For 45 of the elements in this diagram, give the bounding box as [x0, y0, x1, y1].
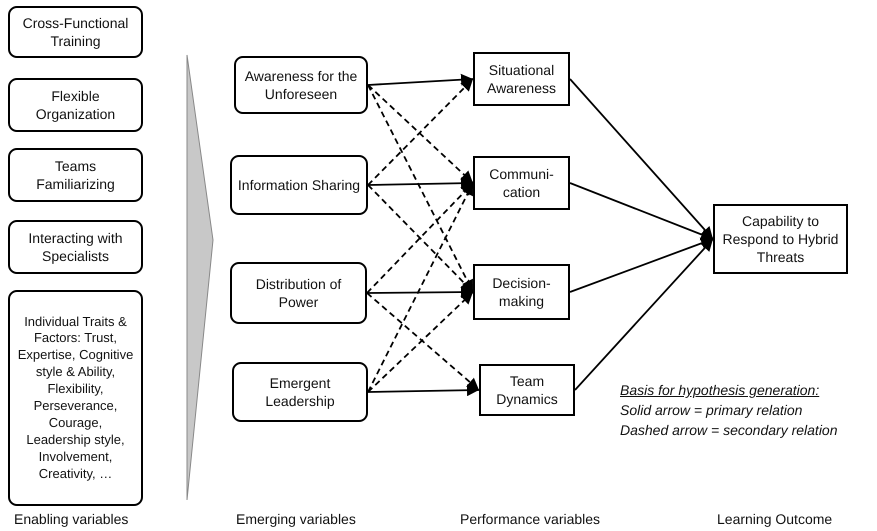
arrow — [569, 78, 714, 240]
variable-box — [230, 155, 368, 215]
dashed-arrow — [367, 84, 474, 292]
variable-box — [234, 56, 368, 114]
node-text: Flexible Organization — [34, 86, 116, 124]
node-text: Information Sharing — [238, 176, 360, 194]
dashed-arrow — [367, 182, 474, 392]
legend-text: Solid arrow = primary relation — [620, 402, 802, 418]
node-text: Communi-cation — [488, 164, 555, 202]
process-box — [473, 264, 570, 320]
variable-box — [8, 290, 143, 506]
arrow — [570, 182, 714, 240]
legend-heading: Basis for hypothesis generation: — [620, 382, 820, 398]
legend-text: Dashed arrow = secondary relation — [620, 422, 838, 438]
arrow — [574, 238, 714, 391]
node-text: Awareness for the Unforeseen — [244, 66, 358, 104]
node-text: Decision-making — [491, 274, 552, 310]
variable-box — [232, 362, 368, 422]
node-text: Emergent Leadership — [264, 374, 336, 410]
variable-box — [8, 78, 143, 132]
column-label: Enabling variables — [14, 511, 128, 527]
node-text: Situational Awareness — [486, 60, 557, 98]
process-box — [713, 204, 848, 274]
column-label: Learning Outcome — [717, 511, 832, 527]
node-text: Distribution of Power — [254, 274, 342, 312]
arrow — [570, 238, 714, 293]
node-text: Capability to Respond to Hybrid Threats — [722, 212, 840, 266]
column-label: Performance variables — [460, 511, 600, 527]
node-text: Team Dynamics — [495, 372, 559, 408]
arrow — [368, 177, 474, 190]
process-box — [473, 52, 570, 106]
node-text: Cross-Functional Training — [22, 14, 130, 50]
arrow — [368, 74, 474, 86]
arrow — [367, 286, 473, 298]
variable-box — [8, 6, 143, 58]
node-text: Teams Familiarizing — [35, 156, 116, 194]
node-text: Interacting with Specialists — [27, 228, 124, 266]
node-text: Individual Traits & Factors: Trust, Expertise, Cognitive style & Ability, Flexibility, Perseverance, Courage, Leadership style, Involvement, Creativity, … — [16, 314, 134, 482]
variable-box — [230, 262, 367, 324]
process-box — [479, 364, 575, 416]
process-box — [473, 156, 570, 210]
variable-box — [8, 220, 143, 274]
variable-box — [8, 148, 143, 202]
arrow — [368, 384, 480, 396]
column-label: Emerging variables — [236, 511, 356, 527]
